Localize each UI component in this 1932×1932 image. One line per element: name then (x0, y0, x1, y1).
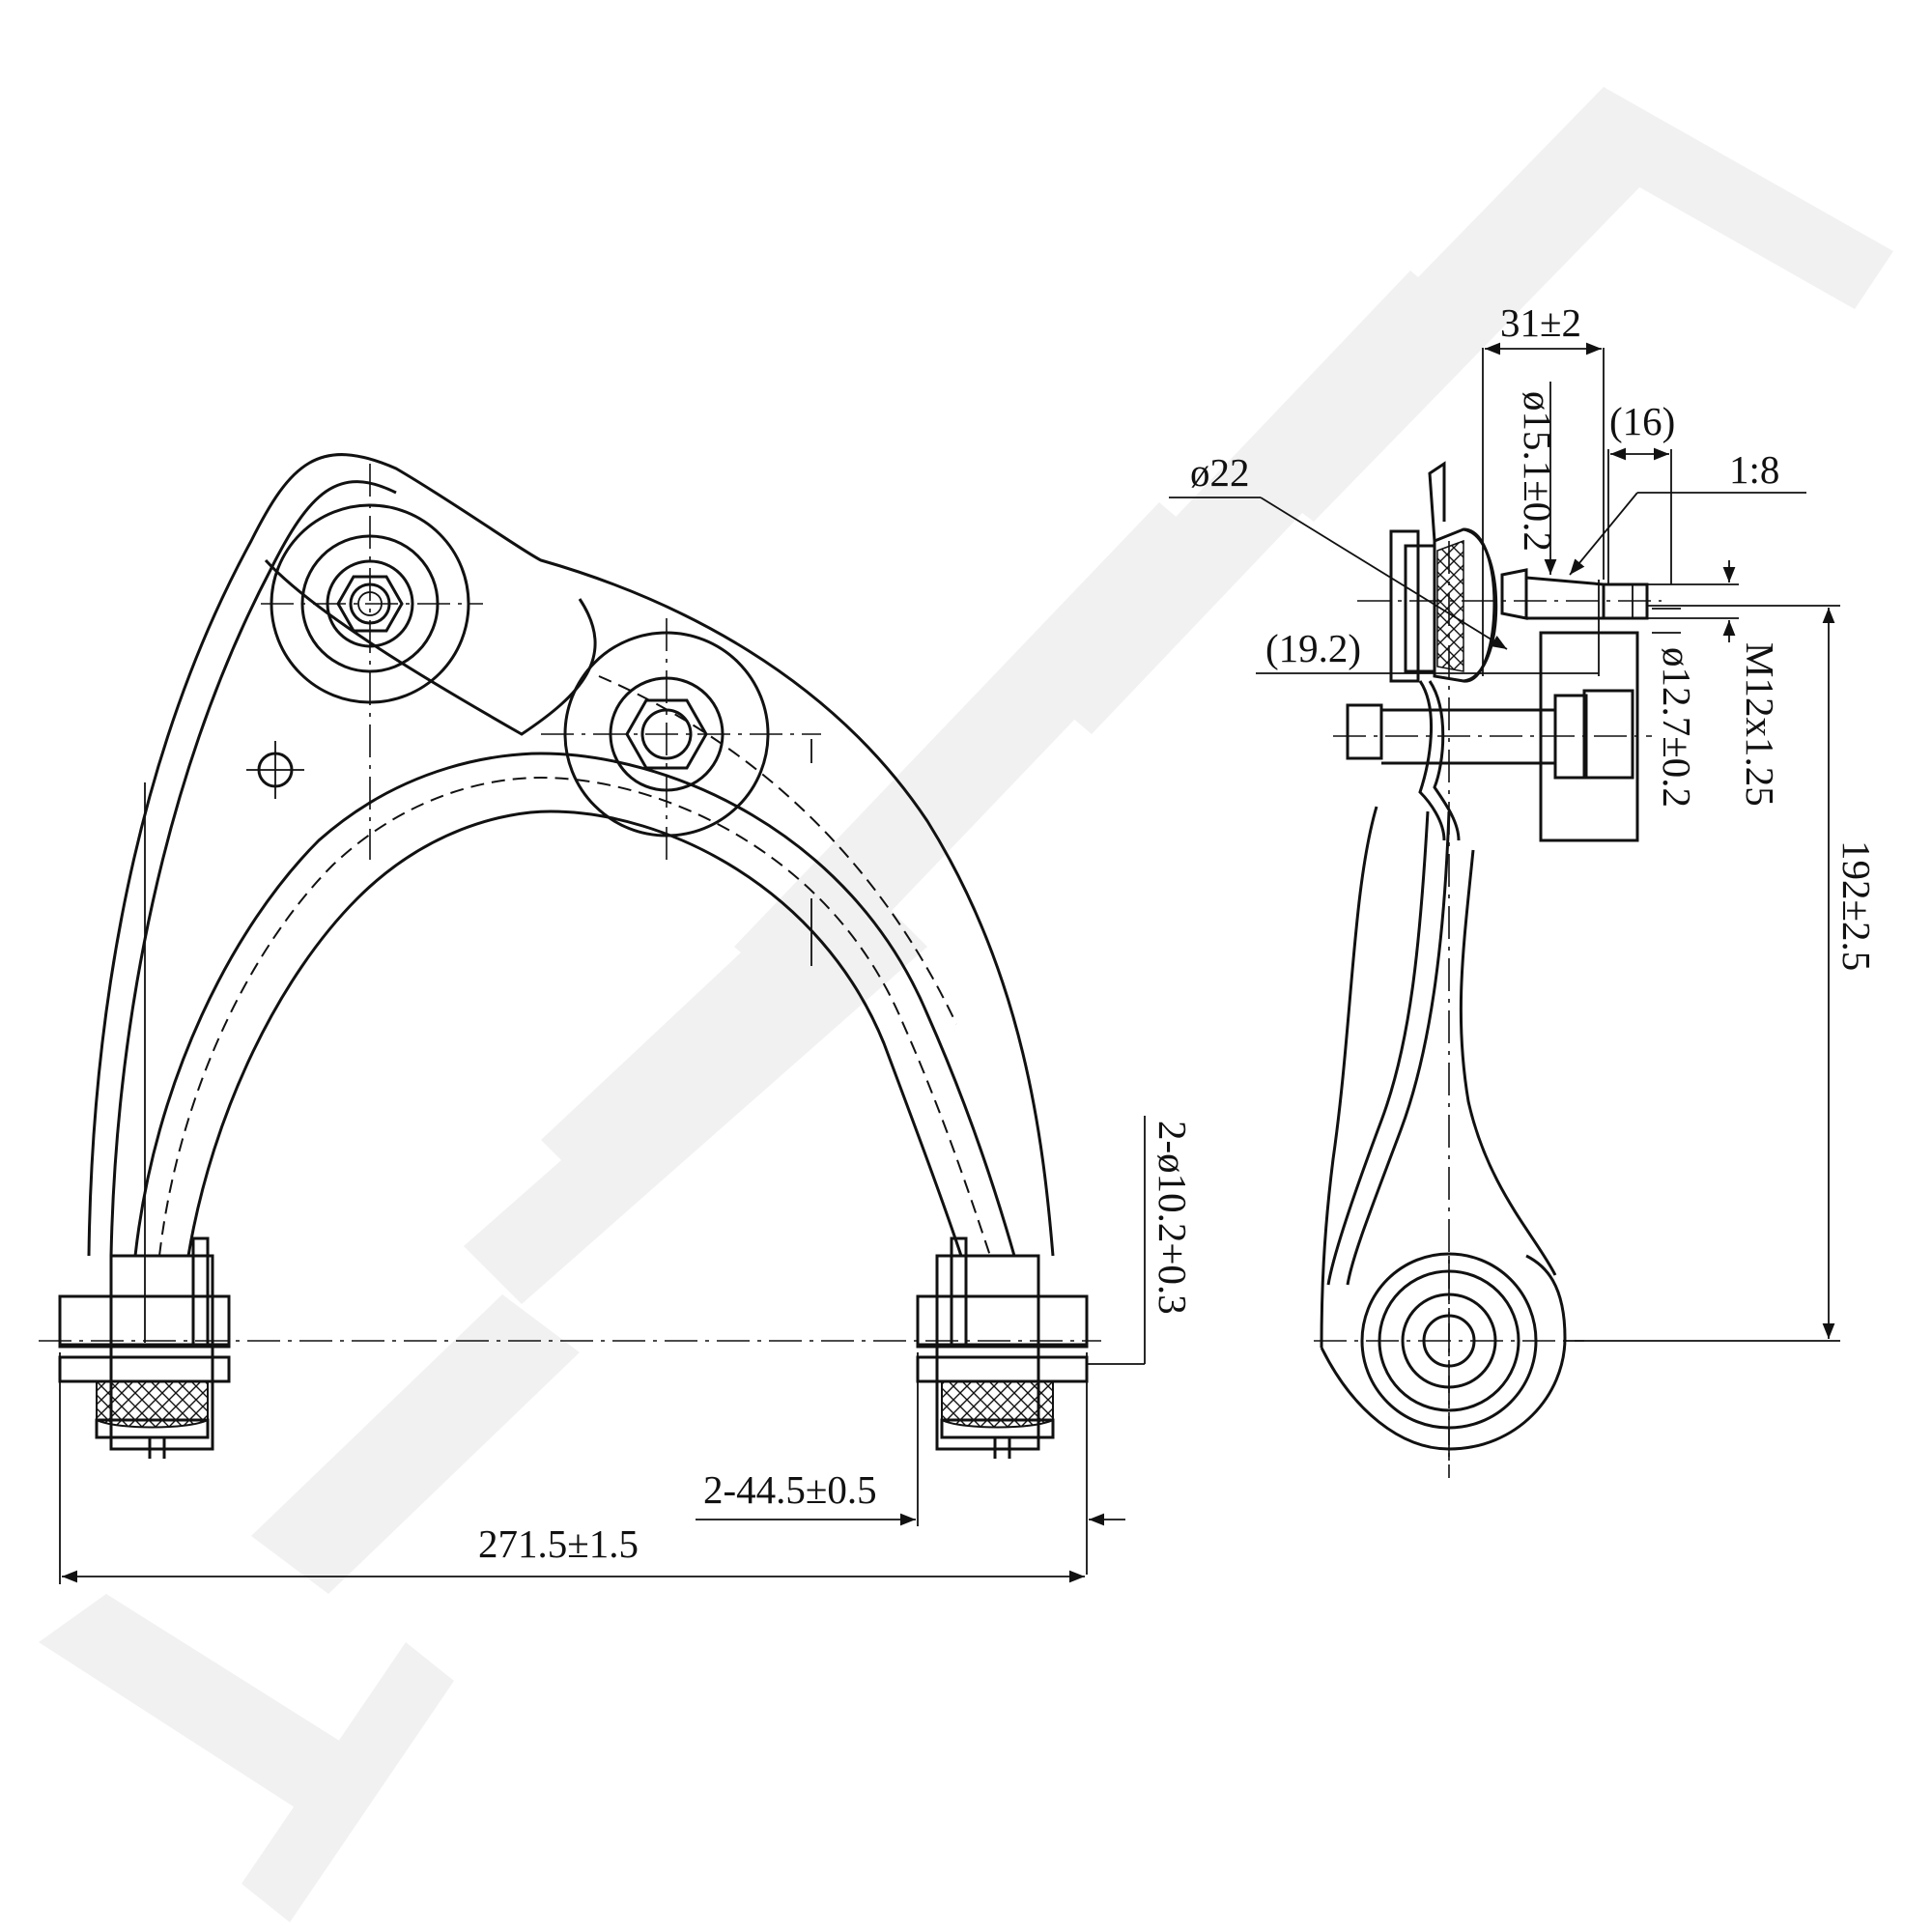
arm-inner-arch-hidden (158, 776, 991, 1257)
dim-overall-width: 271.5±1.5 (59, 1352, 1085, 1584)
side-arm-body (1320, 806, 1378, 1349)
dim-height: 192±2.5 (1565, 605, 1879, 1342)
dim-dia-15-1-label: ø15.1±0.2 (1516, 391, 1560, 552)
ball-joint-boss (261, 464, 483, 860)
dim-ref-19-2: (19.2) (1256, 580, 1600, 676)
dim-bushing-hole-label: 2-ø10.2+0.3 (1151, 1121, 1195, 1315)
dim-dia-12-7-label: ø12.7±0.2 (1655, 647, 1699, 808)
dim-height-label: 192±2.5 (1834, 840, 1879, 971)
dim-taper-label: 1:8 (1729, 447, 1779, 492)
dim-stud-length-label: 31±2 (1500, 300, 1581, 345)
right-bushing (916, 1236, 1089, 1459)
arm-outer-outline-2 (109, 480, 397, 1257)
dim-bushing-width-label: 2-44.5±0.5 (703, 1467, 877, 1512)
mid-bushing-boss (541, 618, 821, 860)
dim-thread-dia: ø12.7±0.2 M12x1.25 (1647, 560, 1782, 808)
arm-top-ridge (264, 558, 597, 736)
small-locating-hole (246, 741, 304, 799)
side-arm-twist-2 (1346, 810, 1451, 1286)
dim-overall-width-label: 271.5±1.5 (478, 1521, 639, 1566)
dim-bushing-width: 2-44.5±0.5 (696, 1352, 1125, 1575)
dim-boot-dia-label: ø22 (1190, 450, 1250, 495)
arm-outer-hidden (598, 675, 957, 1025)
side-ball-joint (1357, 461, 1662, 683)
dim-taper: 1:8 (1569, 447, 1806, 576)
dim-dia-15-1: ø15.1±0.2 (1516, 382, 1560, 575)
side-view: 31±2 ø15.1±0.2 (16) 1:8 ø22 (1169, 300, 1879, 1478)
dim-thread-length-label: (16) (1609, 399, 1675, 443)
dim-bushing-hole: 2-ø10.2+0.3 (1087, 1116, 1195, 1365)
side-arm-twist (1326, 810, 1430, 1286)
dim-ref-19-2-label: (19.2) (1265, 626, 1361, 670)
dim-stud-length: 31±2 (1482, 300, 1605, 676)
side-arm-body-right (1459, 849, 1557, 1276)
dim-boot-dia: ø22 (1169, 450, 1508, 650)
arm-inner-edge (186, 810, 963, 1257)
dim-thread-label: M12x1.25 (1738, 642, 1782, 807)
dim-thread-length: (16) (1607, 399, 1675, 584)
front-view: 2-ø10.2+0.3 2-44.5±0.5 271.5±1.5 (39, 453, 1195, 1584)
side-mount-bolt (1333, 631, 1652, 842)
arm-outer-outline (87, 453, 1055, 1257)
watermark-logo (39, 87, 1893, 1922)
arm-inner-arch (133, 752, 1016, 1257)
